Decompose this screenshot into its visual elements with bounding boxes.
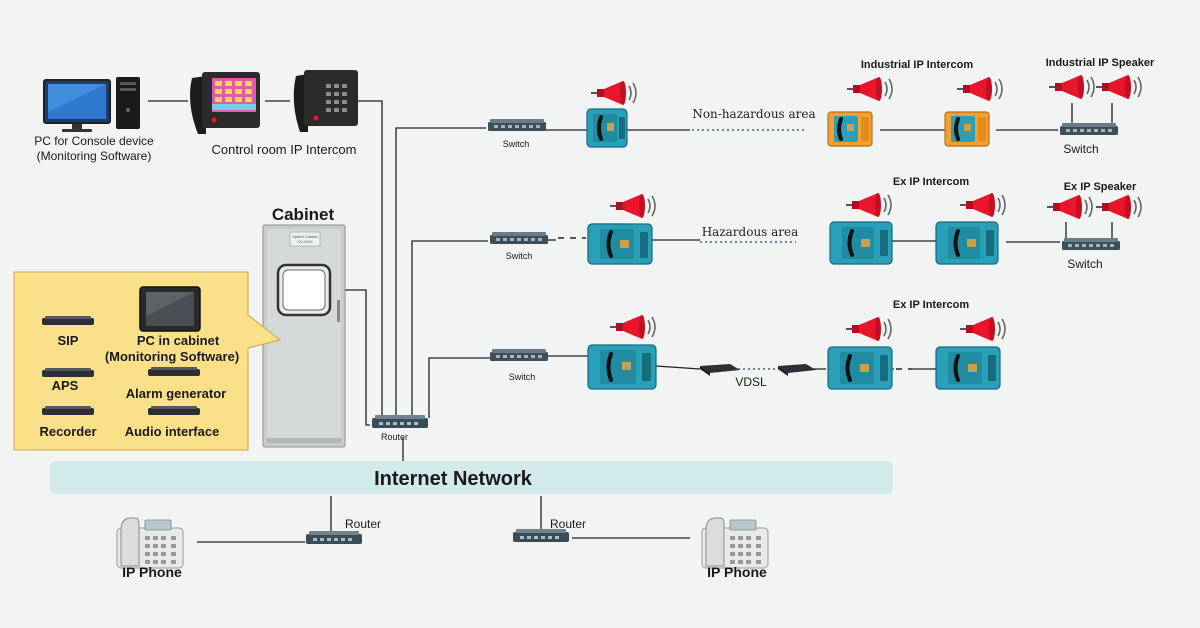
loudspeaker-icon xyxy=(845,316,892,342)
loudspeaker-icon xyxy=(1048,74,1095,100)
row2-speaker-switch-label: Switch xyxy=(1067,257,1102,271)
pc-cabinet-monitor-icon xyxy=(139,286,201,332)
row1-switch-label: Switch xyxy=(503,139,530,149)
switch-icon xyxy=(1060,123,1118,135)
recorder-label: Recorder xyxy=(39,424,96,439)
non-hazardous-area-label: Non-hazardous area xyxy=(692,107,815,121)
alarm-generator-label: Alarm generator xyxy=(126,386,226,401)
ex-ip-intercom-label-row3: Ex IP Intercom xyxy=(893,299,969,311)
dashed-links xyxy=(558,237,912,370)
switch-icon xyxy=(1062,238,1120,250)
control-room-label: Control room IP Intercom xyxy=(212,142,357,157)
recorder-device-icon xyxy=(42,406,94,415)
intercom-icon xyxy=(935,346,1001,390)
loudspeaker-icon xyxy=(959,192,1006,218)
internet-network-band xyxy=(50,461,893,494)
ip-phone-icon xyxy=(116,517,184,569)
loudspeaker-icon xyxy=(1095,194,1142,220)
intercom-icon xyxy=(587,223,653,265)
cabinet-icon: System Cabinet XX-XXXX xyxy=(262,224,346,448)
loudspeaker-icon xyxy=(590,80,637,106)
intercom-icon xyxy=(829,221,893,265)
row1-speaker-switch-label: Switch xyxy=(1063,142,1098,156)
dotted-links xyxy=(692,129,806,370)
cabinet-plate-line2: XX-XXXX xyxy=(297,240,313,244)
ip-phone-right-label: IP Phone xyxy=(707,564,767,580)
desk-phone-icon xyxy=(293,70,358,132)
internet-network-label: Internet Network xyxy=(374,468,533,490)
hazardous-area-label: Hazardous area xyxy=(702,225,799,239)
central-router-label: Router xyxy=(381,432,408,442)
loudspeaker-icon xyxy=(609,193,656,219)
switch-icon xyxy=(490,232,548,244)
switch-icon xyxy=(490,349,548,361)
loudspeaker-icon xyxy=(959,316,1006,342)
audio-interface-device-icon xyxy=(148,406,200,415)
sip-label: SIP xyxy=(58,333,79,348)
router-icon xyxy=(306,531,362,544)
desk-phone-icon xyxy=(190,72,260,134)
cabinet-plate-line1: System Cabinet xyxy=(292,235,317,239)
loudspeaker-icon xyxy=(845,192,892,218)
intercom-icon xyxy=(935,221,999,265)
industrial-ip-speaker-label: Industrial IP Speaker xyxy=(1046,57,1155,69)
alarm-generator-device-icon xyxy=(148,367,200,376)
vdsl-modem-icon xyxy=(778,364,816,376)
vdsl-modem-icon xyxy=(700,364,740,376)
intercom-icon xyxy=(826,110,874,148)
aps-device-icon xyxy=(42,368,94,377)
intercom-icon xyxy=(943,110,991,148)
intercom-icon xyxy=(587,344,657,390)
row2-switch-label: Switch xyxy=(506,251,533,261)
connection-lines xyxy=(148,100,1113,543)
router-icon xyxy=(372,415,428,428)
pc-cabinet-label-line1: PC in cabinet xyxy=(137,333,220,348)
sip-device-icon xyxy=(42,316,94,325)
switch-icon xyxy=(488,119,546,131)
ex-ip-intercom-label-row2: Ex IP Intercom xyxy=(893,176,969,188)
ip-phone-icon xyxy=(701,517,769,569)
intercom-icon xyxy=(827,346,893,390)
aps-label: APS xyxy=(52,378,79,393)
loudspeaker-icon xyxy=(1046,194,1093,220)
ip-phone-left-label: IP Phone xyxy=(122,564,182,580)
row3-switch-label: Switch xyxy=(509,372,536,382)
pc-console-label-line2: (Monitoring Software) xyxy=(37,149,152,163)
loudspeaker-icon xyxy=(956,76,1003,102)
vdsl-label: VDSL xyxy=(735,375,767,389)
loudspeaker-icon xyxy=(846,76,893,102)
industrial-ip-intercom-label: Industrial IP Intercom xyxy=(861,59,973,71)
intercom-icon xyxy=(585,107,629,149)
pc-console-label-line1: PC for Console device xyxy=(34,134,154,148)
ex-ip-speaker-label: Ex IP Speaker xyxy=(1064,181,1137,193)
bottom-right-router-label: Router xyxy=(550,517,586,531)
monitor-icon xyxy=(43,79,111,132)
tower-icon xyxy=(116,77,140,129)
audio-interface-label: Audio interface xyxy=(125,424,220,439)
loudspeaker-icon xyxy=(1095,74,1142,100)
bottom-left-router-label: Router xyxy=(345,517,381,531)
cabinet-title: Cabinet xyxy=(272,205,335,224)
loudspeaker-icon xyxy=(609,314,656,340)
pc-cabinet-label-line2: (Monitoring Software) xyxy=(105,349,239,364)
